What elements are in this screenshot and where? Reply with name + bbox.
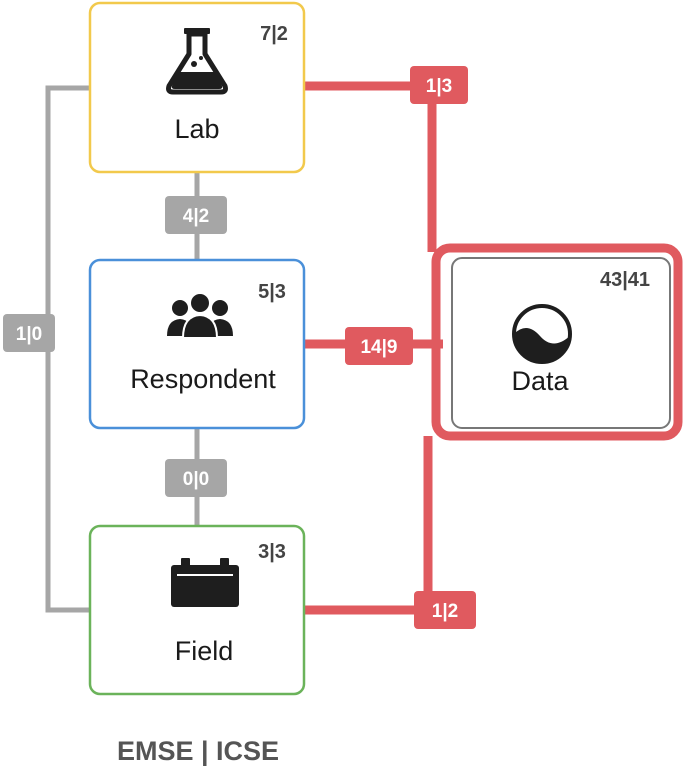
badge-field-data-text: 1|2	[432, 601, 458, 622]
venue-caption: EMSE | ICSE	[117, 736, 279, 766]
node-respondent[interactable]: Respondent 5|3	[88, 258, 306, 430]
node-respondent-count: 5|3	[258, 281, 286, 303]
node-data-count: 43|41	[600, 269, 650, 291]
badge-lab-data: 1|3	[410, 66, 468, 104]
node-lab[interactable]: Lab 7|2	[88, 1, 306, 174]
badge-respondent-data: 14|9	[345, 327, 413, 365]
briefcase-icon	[171, 558, 239, 607]
badge-lab-field: 1|0	[3, 314, 55, 352]
edge-field-data	[305, 436, 433, 615]
node-field-count: 3|3	[258, 541, 286, 563]
badge-lab-data-text: 1|3	[426, 76, 452, 97]
data-outer-frame	[431, 243, 683, 441]
data-wave-icon	[512, 304, 572, 364]
node-field[interactable]: Field 3|3	[88, 524, 306, 696]
node-lab-label: Lab	[174, 114, 219, 144]
badge-respondent-data-text: 14|9	[360, 337, 397, 358]
badge-respondent-field: 0|0	[165, 459, 227, 497]
node-respondent-label: Respondent	[130, 364, 276, 394]
badge-lab-respondent-text: 4|2	[183, 206, 209, 227]
badge-lab-field-text: 1|0	[16, 324, 42, 345]
node-lab-count: 7|2	[260, 23, 288, 45]
node-data-label: Data	[511, 366, 569, 396]
badge-lab-respondent: 4|2	[165, 196, 227, 234]
badge-respondent-field-text: 0|0	[183, 469, 209, 490]
node-data[interactable]: Data 43|41	[451, 257, 671, 429]
node-field-box	[88, 524, 306, 696]
node-field-label: Field	[175, 636, 234, 666]
node-respondent-box	[88, 258, 306, 430]
edge-lab-data	[305, 81, 437, 252]
flask-icon	[166, 28, 228, 95]
badge-field-data: 1|2	[414, 591, 476, 629]
people-icon	[167, 292, 233, 339]
